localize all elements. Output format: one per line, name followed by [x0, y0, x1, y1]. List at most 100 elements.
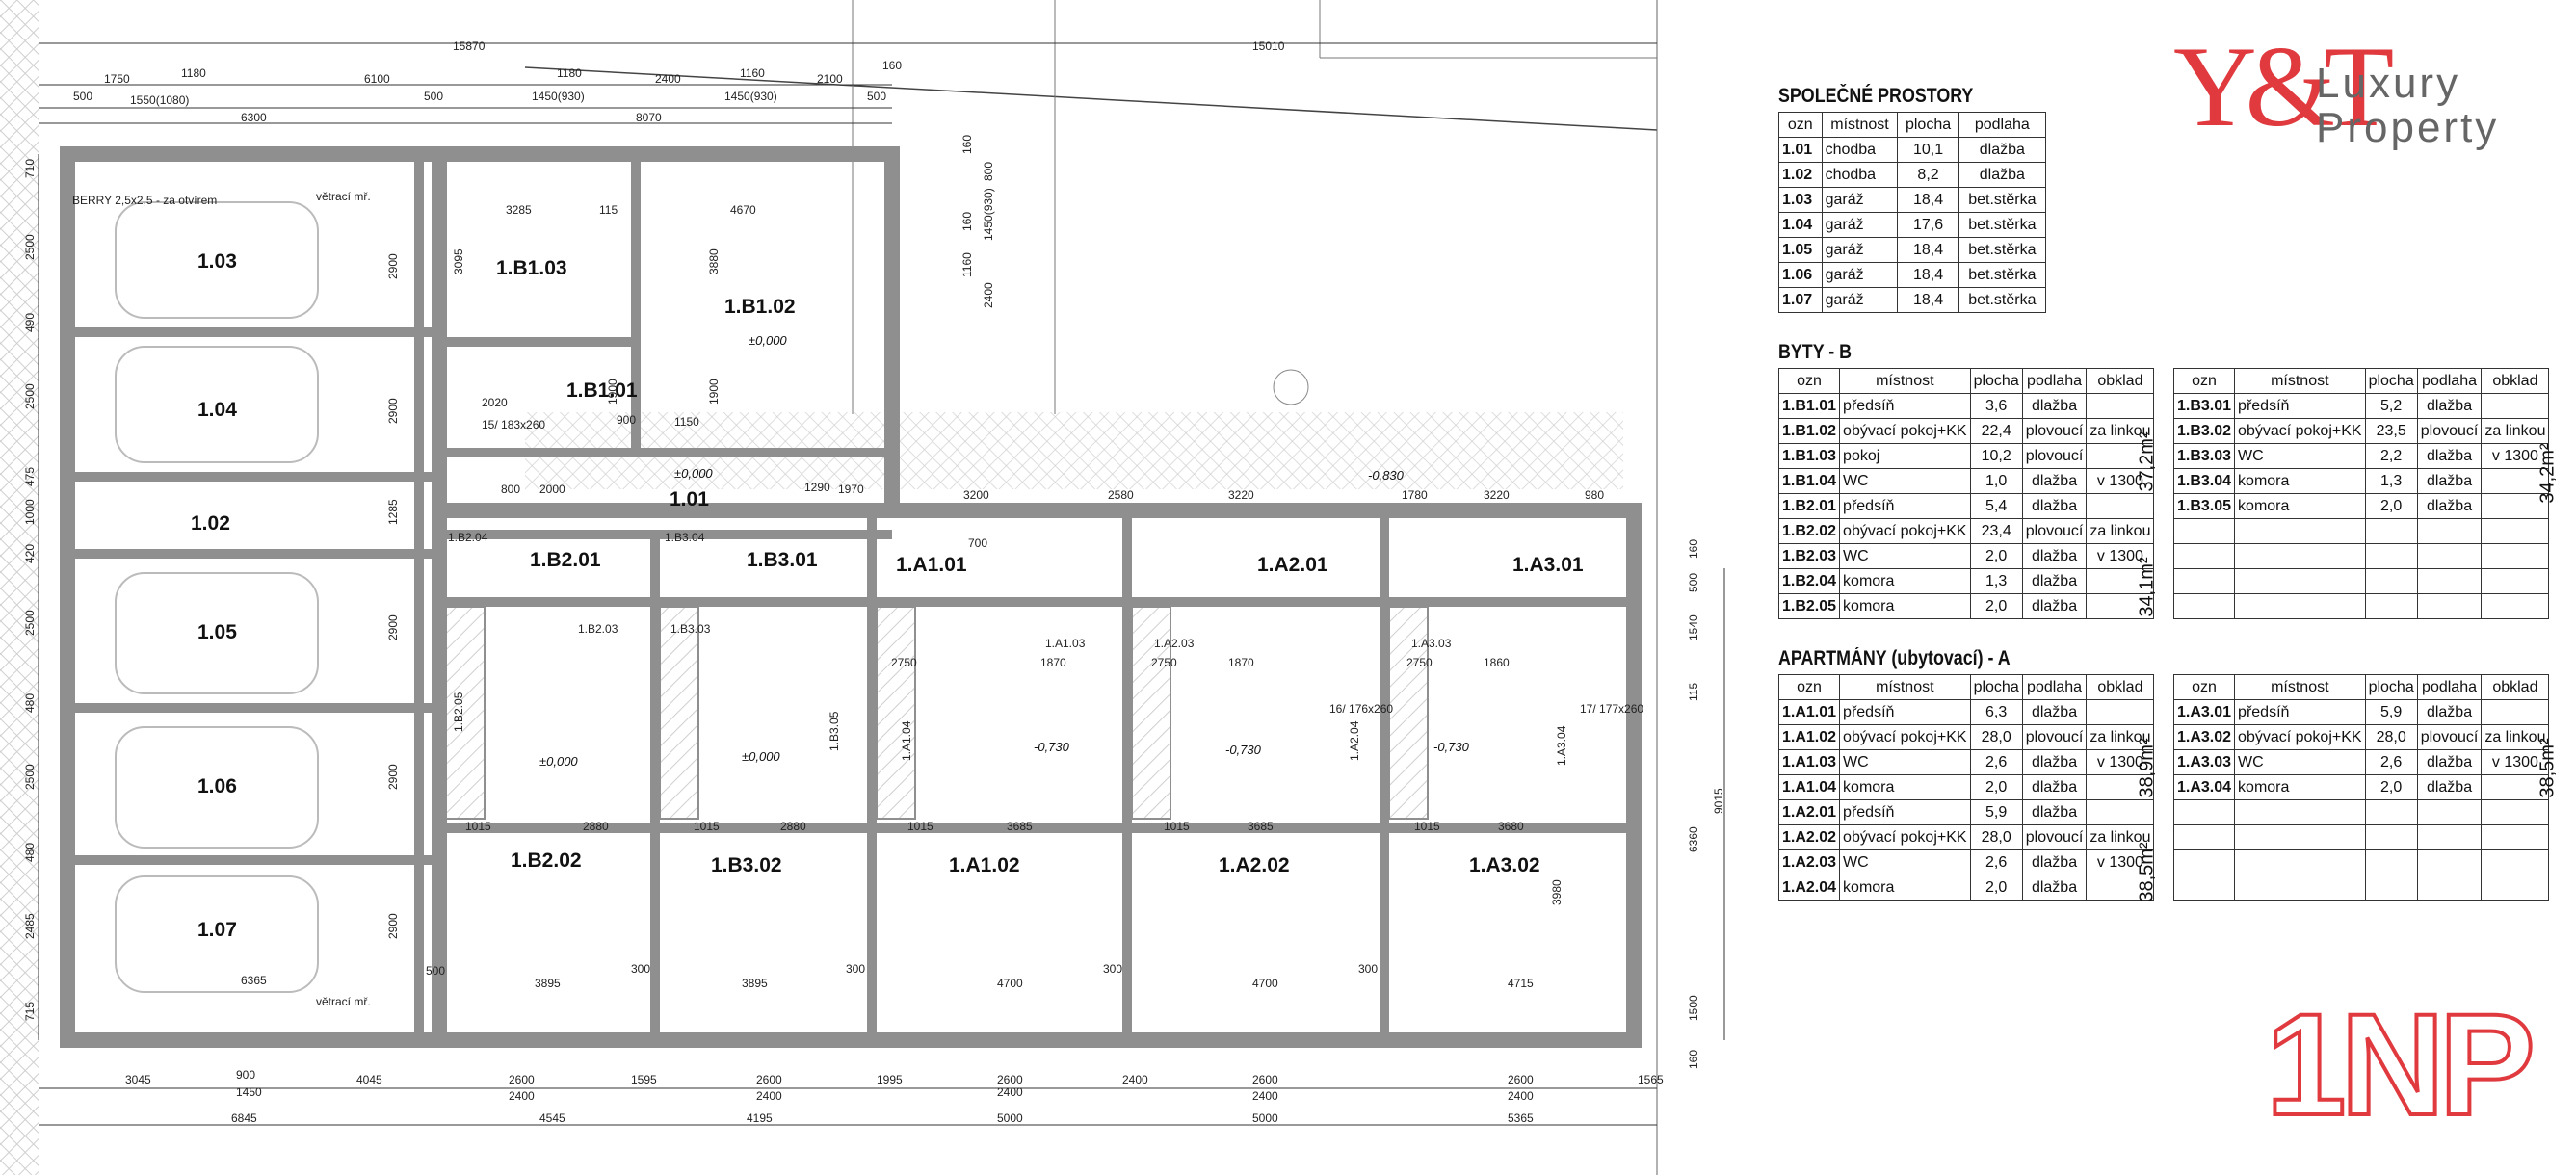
dimension-label: 2500: [23, 234, 37, 260]
room-label-1.A2.02: 1.A2.02: [1219, 854, 1290, 876]
column-header: podlaha: [2021, 674, 2088, 700]
left-dimension-labels: 7102500490250047510004202500480250048024…: [23, 159, 37, 1021]
dimension-label: 2400: [1252, 1089, 1278, 1103]
section-title-spolecne: SPOLEČNÉ PROSTORY: [1778, 85, 1974, 107]
dimension-label: 1995: [877, 1073, 903, 1086]
dimension-label: 1015: [694, 820, 720, 833]
table-cell: předsíň: [1839, 799, 1971, 825]
table-cell: obývací pokoj+KK: [2234, 418, 2366, 444]
column-header: místnost: [2234, 368, 2366, 394]
table-cell: 1.A2.01: [1777, 799, 1841, 825]
dimension-label: 2600: [1252, 1073, 1278, 1086]
table-cell: za linkou: [2086, 724, 2155, 750]
table-cell: [2481, 875, 2550, 901]
dimension-label: 2600: [1508, 1073, 1534, 1086]
table-cell: 1.B3.04: [2172, 468, 2236, 494]
column-header: místnost: [2234, 674, 2366, 700]
dimension-label: 2485: [23, 913, 37, 939]
level-mark: ±0,000: [742, 749, 780, 764]
table-cell: komora: [1839, 593, 1971, 619]
table-cell: komora: [1839, 774, 1971, 800]
table-cell: 1.B2.02: [1777, 518, 1841, 544]
column-header: ozn: [1777, 674, 1841, 700]
table-cell: [2234, 799, 2366, 825]
dimension-label: 115: [599, 203, 618, 217]
dimension-label: 2100: [817, 72, 843, 86]
table-cell: garáž: [1821, 262, 1899, 288]
dimension-label: 160: [1687, 1050, 1700, 1069]
area-sum: 38,5m²: [2537, 738, 2559, 798]
table-cell: dlažba: [2021, 593, 2088, 619]
column-header: ozn: [2172, 368, 2236, 394]
table-cell: dlažba: [2416, 749, 2483, 775]
dimension-label: 800: [982, 162, 995, 181]
table-cell: 1.A2.04: [1777, 875, 1841, 901]
column-header: podlaha: [2021, 368, 2088, 394]
dimension-label: 2580: [1108, 488, 1134, 502]
dimension-label: větrací mř.: [316, 190, 371, 203]
table-cell: 28,0: [1969, 724, 2023, 750]
room-label-1.B2.04: 1.B2.04: [448, 531, 488, 544]
dimension-label: 4670: [730, 203, 756, 217]
table-cell: 1.B1.01: [1777, 393, 1841, 419]
dimension-label: 2600: [997, 1073, 1023, 1086]
dimension-label: 1180: [181, 66, 206, 80]
table-cell: 17,6: [1897, 212, 1959, 238]
dimension-label: 1015: [1414, 820, 1440, 833]
column-header: plocha: [2364, 674, 2418, 700]
dimension-label: 2400: [1122, 1073, 1148, 1086]
table-cell: 2,6: [1969, 749, 2023, 775]
dimension-label: větrací mř.: [316, 995, 371, 1008]
table-cell: dlažba: [2021, 749, 2088, 775]
table-cell: v 1300: [2481, 749, 2550, 775]
room-label-1.A1.03: 1.A1.03: [1045, 637, 1086, 650]
room-label-1.A2.03: 1.A2.03: [1154, 637, 1195, 650]
table-cell: WC: [1839, 468, 1971, 494]
room-label-1.B1.02: 1.B1.02: [724, 296, 796, 318]
table-cell: dlažba: [2021, 568, 2088, 594]
dimension-label: 2500: [23, 764, 37, 790]
dimension-label: 4715: [1508, 977, 1534, 990]
room-label-1.B3.04: 1.B3.04: [665, 531, 705, 544]
table-cell: 1.07: [1778, 287, 1823, 313]
table-cell: [2364, 593, 2418, 619]
room-label-1.A1.04: 1.A1.04: [900, 720, 913, 761]
table-cell: [2481, 699, 2550, 725]
level-mark: ±0,000: [674, 466, 713, 481]
table-cell: chodba: [1821, 137, 1899, 163]
table-cell: 1.A3.04: [2172, 774, 2236, 800]
table-row: [2172, 799, 2550, 825]
table-cell: WC: [1839, 749, 1971, 775]
room-label-1.A3.03: 1.A3.03: [1411, 637, 1452, 650]
table-cell: dlažba: [2416, 493, 2483, 519]
dimension-label: 3200: [963, 488, 989, 502]
dimension-label: 1550(1080): [130, 93, 189, 107]
table-cell: [2416, 824, 2483, 850]
table-cell: 5,9: [2364, 699, 2418, 725]
table-cell: dlažba: [2416, 443, 2483, 469]
room-label-1.05: 1.05: [197, 621, 237, 643]
dimension-label: 3220: [1484, 488, 1510, 502]
dimension-label: 300: [631, 962, 650, 976]
dimension-label: 5000: [997, 1111, 1023, 1125]
table-row: [2172, 849, 2550, 875]
table-cell: 2,0: [2364, 493, 2418, 519]
table-cell: [2234, 568, 2366, 594]
table-cell: dlažba: [2021, 468, 2088, 494]
table-row: [2172, 824, 2550, 850]
table-cell: 1.A3.01: [2172, 699, 2236, 725]
dimension-label: 160: [1687, 539, 1700, 559]
area-sum: 38,5m²: [2136, 842, 2158, 902]
table-cell: 1.03: [1778, 187, 1823, 213]
